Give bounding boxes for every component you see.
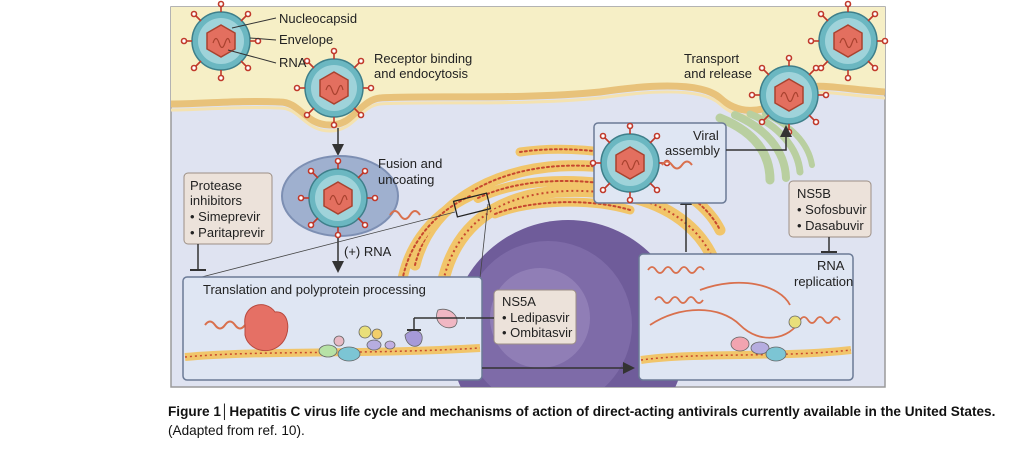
label-receptor-binding: Receptor binding xyxy=(374,51,472,66)
protease-inhibitors-box xyxy=(183,172,273,245)
ns5a-box xyxy=(493,289,577,345)
virion-released xyxy=(807,0,889,82)
ns5b-box xyxy=(788,180,872,238)
rna-replication-panel xyxy=(638,253,854,381)
label-envelope: Envelope xyxy=(279,32,333,47)
label-rna-rep-2: replication xyxy=(794,274,853,289)
label-endocytosis: and endocytosis xyxy=(374,66,468,81)
label-translation: Translation and polyprotein processing xyxy=(203,282,426,297)
label-plus-rna: (+) RNA xyxy=(344,244,392,259)
label-transport: Transport xyxy=(684,51,740,66)
drug-sofosbuvir: • Sofosbuvir xyxy=(797,202,867,217)
label-rna: RNA xyxy=(279,55,307,70)
label-nucleocapsid: Nucleocapsid xyxy=(279,11,357,26)
er-zoom-box xyxy=(452,192,492,218)
drug-paritaprevir: • Paritaprevir xyxy=(190,225,265,240)
virion-endosome xyxy=(297,157,379,239)
rna-strand xyxy=(204,320,246,330)
virion-legend xyxy=(180,0,262,82)
virion-assembly xyxy=(589,122,671,204)
figure-caption: Figure 1│Hepatitis C virus life cycle an… xyxy=(168,402,1018,440)
caption-source: (Adapted from ref. 10). xyxy=(168,423,305,438)
label-rna-rep-1: RNA xyxy=(817,258,845,273)
drug-dasabuvir: • Dasabuvir xyxy=(797,218,864,233)
ns5a-title: NS5A xyxy=(502,294,536,309)
drug-simeprevir: • Simeprevir xyxy=(190,209,261,224)
label-uncoating: uncoating xyxy=(378,172,434,187)
label-fusion: Fusion and xyxy=(378,156,442,171)
drug-ombitasvir: • Ombitasvir xyxy=(502,325,573,340)
protease-title-2: inhibitors xyxy=(190,193,243,208)
label-assembly: assembly xyxy=(665,143,720,158)
label-viral: Viral xyxy=(693,128,719,143)
label-release: and release xyxy=(684,66,752,81)
virion-budding xyxy=(748,54,830,136)
ribosome xyxy=(244,304,289,352)
released-rna xyxy=(389,210,421,220)
ns5b-title: NS5B xyxy=(797,186,831,201)
hcv-lifecycle-diagram: Nucleocapsid Envelope RNA Receptor bindi… xyxy=(170,0,889,388)
protease-title-1: Protease xyxy=(190,178,242,193)
caption-title: Figure 1│Hepatitis C virus life cycle an… xyxy=(168,404,996,419)
replicating-rna xyxy=(647,266,841,339)
drug-ledipasvir: • Ledipasvir xyxy=(502,310,570,325)
